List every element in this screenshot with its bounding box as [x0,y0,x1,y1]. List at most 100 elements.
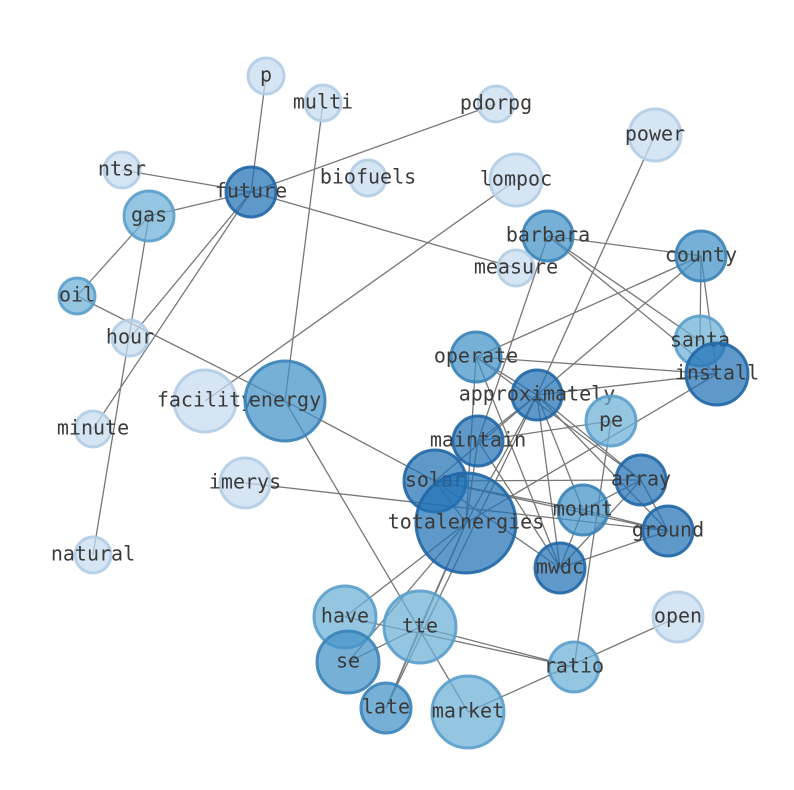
edge-county-operate [475,255,702,358]
node-biofuels: biofuels [320,158,416,198]
node-label-gas: gas [131,203,167,227]
node-circle-lompoc [488,152,544,208]
node-approximately: approximately [459,368,615,422]
node-circle-approximately [510,368,564,422]
edge-approximately-ground [536,394,669,532]
node-label-energy: energy [249,388,321,412]
edge-barbara-santa [547,235,701,342]
node-circle-oil [57,276,97,316]
node-circle-array [614,453,668,507]
node-late: late [359,681,413,735]
node-circle-ratio [547,640,601,694]
node-tte: tte [382,589,458,665]
node-circle-pdorpg [476,84,516,124]
node-circle-biofuels [348,158,388,198]
edge-energy-market [284,400,469,713]
node-lompoc: lompoc [480,152,552,208]
node-label-se: se [336,649,360,673]
node-circle-gas [122,189,176,243]
edge-barbara-maintain [477,235,549,442]
node-label-county: county [665,243,737,267]
node-circle-market [430,674,506,750]
node-circle-operate [449,330,503,384]
node-energy: energy [243,359,327,443]
edge-pe-ratio [573,420,612,668]
node-market: market [430,674,506,750]
node-array: array [611,453,671,507]
node-circle-mwdc [533,541,587,595]
node-imerys: imerys [209,456,281,510]
node-minute: minute [57,409,129,449]
node-mwdc: mwdc [533,541,587,595]
node-hour: hour [106,318,154,358]
edge-county-approximately [536,255,702,396]
node-circle-measure [496,248,536,288]
node-circle-ground [641,504,695,558]
node-circle-county [674,229,728,283]
node-label-maintain: maintain [430,428,526,452]
node-circle-natural [73,535,113,575]
node-label-operate: operate [434,344,518,368]
node-label-multi: multi [293,90,353,114]
node-label-pdorpg: pdorpg [460,91,532,115]
node-label-array: array [611,467,671,491]
node-multi: multi [293,83,353,123]
node-p: p [246,56,286,96]
edge-approximately-mwdc [536,394,561,569]
node-label-ntsr: ntsr [98,157,146,181]
node-circle-power [627,107,683,163]
node-natural: natural [51,535,135,575]
node-ground: ground [632,504,704,558]
node-circle-totalenergies [414,471,518,575]
node-circle-future [224,165,278,219]
node-label-power: power [625,122,685,146]
node-label-imerys: imerys [209,470,281,494]
edge-operate-mwdc [475,356,561,569]
node-circle-barbara [521,209,575,263]
node-circle-minute [73,409,113,449]
node-label-hour: hour [106,325,154,349]
node-label-market: market [432,699,504,723]
node-install: install [675,341,759,407]
node-pdorpg: pdorpg [460,84,532,124]
node-label-p: p [260,63,272,87]
node-label-open: open [654,604,702,628]
node-ntsr: ntsr [98,150,146,190]
node-label-measure: measure [474,255,558,279]
edge-lompoc-facility [204,179,517,402]
node-circle-imerys [218,456,272,510]
node-circle-late [359,681,413,735]
node-label-tte: tte [402,614,438,638]
node-circle-mount [556,483,610,537]
node-label-ratio: ratio [544,654,604,678]
edge-future-minute [92,191,252,430]
node-circle-tte [382,589,458,665]
node-label-biofuels: biofuels [320,165,416,189]
node-circle-install [684,341,750,407]
node-label-barbara: barbara [506,223,590,247]
node-circle-se [315,629,381,695]
node-label-install: install [675,361,759,385]
node-circle-p [246,56,286,96]
edge-future-hour [129,191,252,339]
node-label-pe: pe [599,408,623,432]
node-circle-multi [303,83,343,123]
node-label-future: future [215,179,287,203]
node-label-mwdc: mwdc [536,555,584,579]
edge-multi-energy [284,102,324,402]
node-operate: operate [434,330,518,384]
node-circle-facility [172,368,238,434]
node-label-lompoc: lompoc [480,167,552,191]
node-facility: facility [157,368,253,434]
node-se: se [315,629,381,695]
node-label-mount: mount [553,497,613,521]
node-future: future [215,165,287,219]
node-ratio: ratio [544,640,604,694]
node-oil: oil [57,276,97,316]
edge-power-approximately [536,134,656,396]
node-maintain: maintain [430,414,526,468]
edge-future-pdorpg [250,103,497,193]
